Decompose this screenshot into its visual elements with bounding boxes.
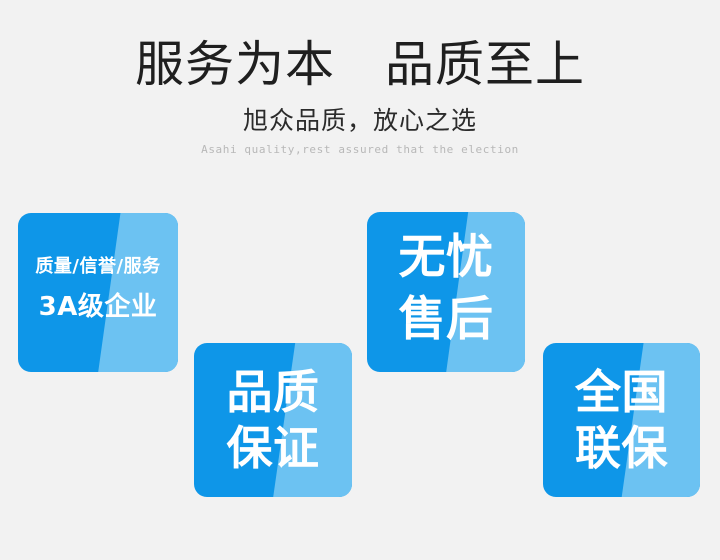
badge-label-line2: 保证 (226, 421, 320, 475)
subtitle-chinese: 旭众品质，放心之选 (242, 106, 477, 135)
badge-label-line1: 全国 (575, 365, 668, 419)
badge-card-worry-free-after-sales[interactable]: 无忧 售后 (367, 212, 525, 372)
badge-label-line1: 质量/信誉/服务 (35, 256, 161, 277)
badge-label-line1: 品质 (226, 365, 320, 419)
badge-label-line2: 3A级企业 (38, 292, 158, 322)
badge-card-quality-credit-service[interactable]: 质量/信誉/服务 3A级企业 (18, 213, 178, 372)
subtitle-english: Asahi quality,rest assured that the elec… (201, 143, 519, 156)
badge-label-line2: 联保 (575, 421, 668, 475)
page-title: 服务为本 品质至上 (134, 36, 585, 93)
badge-label-line2: 售后 (398, 292, 494, 347)
header-block: 服务为本 品质至上 旭众品质，放心之选 Asahi quality,rest a… (0, 0, 720, 157)
badge-card-national-warranty[interactable]: 全国 联保 (543, 343, 700, 497)
badge-label-line1: 无忧 (398, 230, 494, 285)
badge-card-quality-guarantee[interactable]: 品质 保证 (194, 343, 352, 497)
